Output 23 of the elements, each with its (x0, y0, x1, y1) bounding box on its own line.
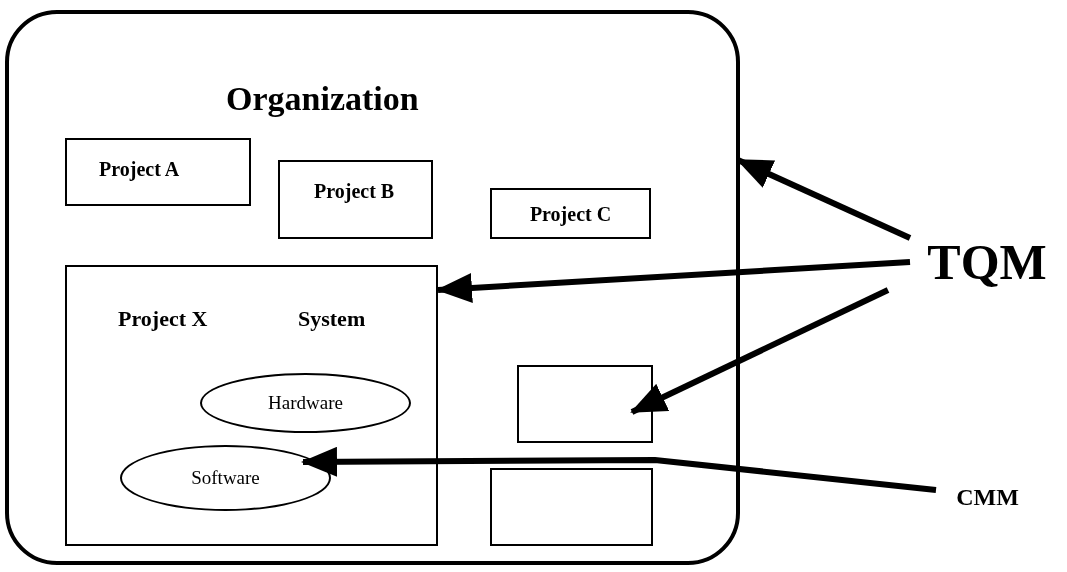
component-ellipse (120, 445, 331, 511)
arrow (436, 259, 911, 303)
arrow (301, 446, 937, 493)
component-ellipse (200, 373, 411, 433)
node-label: Software (191, 467, 260, 489)
project-box (65, 138, 251, 206)
label-text: TQM (927, 234, 1047, 290)
empty-box (517, 365, 653, 443)
organization-box (5, 10, 740, 565)
arrow (736, 157, 912, 241)
title-text: Project X (118, 307, 208, 332)
node-label: Hardware (268, 392, 343, 414)
node-label: Organization (226, 80, 419, 118)
project-box (490, 188, 651, 239)
project-box (278, 160, 433, 239)
label-text: CMM (956, 483, 1019, 511)
node-label: Project C (529, 202, 612, 225)
project-box (65, 265, 438, 546)
empty-box (490, 468, 653, 546)
arrow (630, 287, 890, 415)
node-label: Project B (314, 180, 395, 202)
node-label: Project A (99, 158, 180, 180)
node-label: System (298, 307, 366, 332)
